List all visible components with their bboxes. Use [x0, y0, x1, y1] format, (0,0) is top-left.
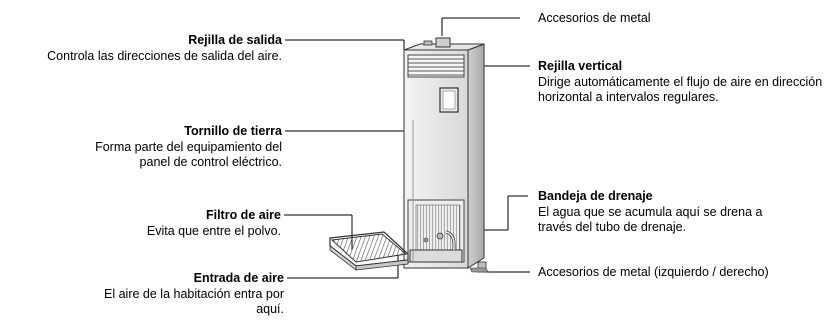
label-title: Tornillo de tierra [184, 124, 282, 138]
label-accesorios-metal-bottom: Accesorios de metal (izquierdo / derecho… [538, 265, 832, 281]
label-description: Evita que entre el polvo. [146, 223, 281, 238]
air-filter-tray [329, 231, 409, 271]
label-title: Accesorios de metal [538, 11, 651, 25]
label-description: Forma parte del equipamiento del panel d… [95, 139, 282, 170]
label-rejilla-vertical: Rejilla vertical Dirige automáticamente … [538, 59, 832, 106]
label-title: Bandeja de drenaje [538, 189, 653, 203]
label-title: Filtro de aire [205, 208, 281, 222]
label-tornillo-tierra: Tornillo de tierra Forma parte del equip… [0, 124, 282, 171]
label-bandeja-drenaje: Bandeja de drenaje El agua que se acumul… [538, 189, 828, 236]
label-title: Rejilla vertical [538, 59, 623, 73]
label-description: El aire de la habitación entra por aquí. [104, 286, 284, 317]
label-accesorios-metal-top: Accesorios de metal [538, 11, 828, 27]
label-title: Accesorios de metal (izquierdo / derecho… [538, 265, 769, 279]
label-title: Entrada de aire [193, 271, 284, 285]
label-title: Rejilla de salida [188, 33, 282, 47]
label-description: Controla las direcciones de salida del a… [47, 48, 282, 63]
label-rejilla-salida: Rejilla de salida Controla las direccion… [0, 33, 282, 64]
label-description: Dirige automáticamente el flujo de aire … [538, 74, 823, 105]
label-entrada-aire: Entrada de aire El aire de la habitación… [0, 271, 284, 318]
label-filtro-aire: Filtro de aire Evita que entre el polvo. [0, 208, 281, 239]
label-description: El agua que se acumula aquí se drena a t… [538, 204, 763, 235]
outlet-grille [407, 54, 465, 78]
